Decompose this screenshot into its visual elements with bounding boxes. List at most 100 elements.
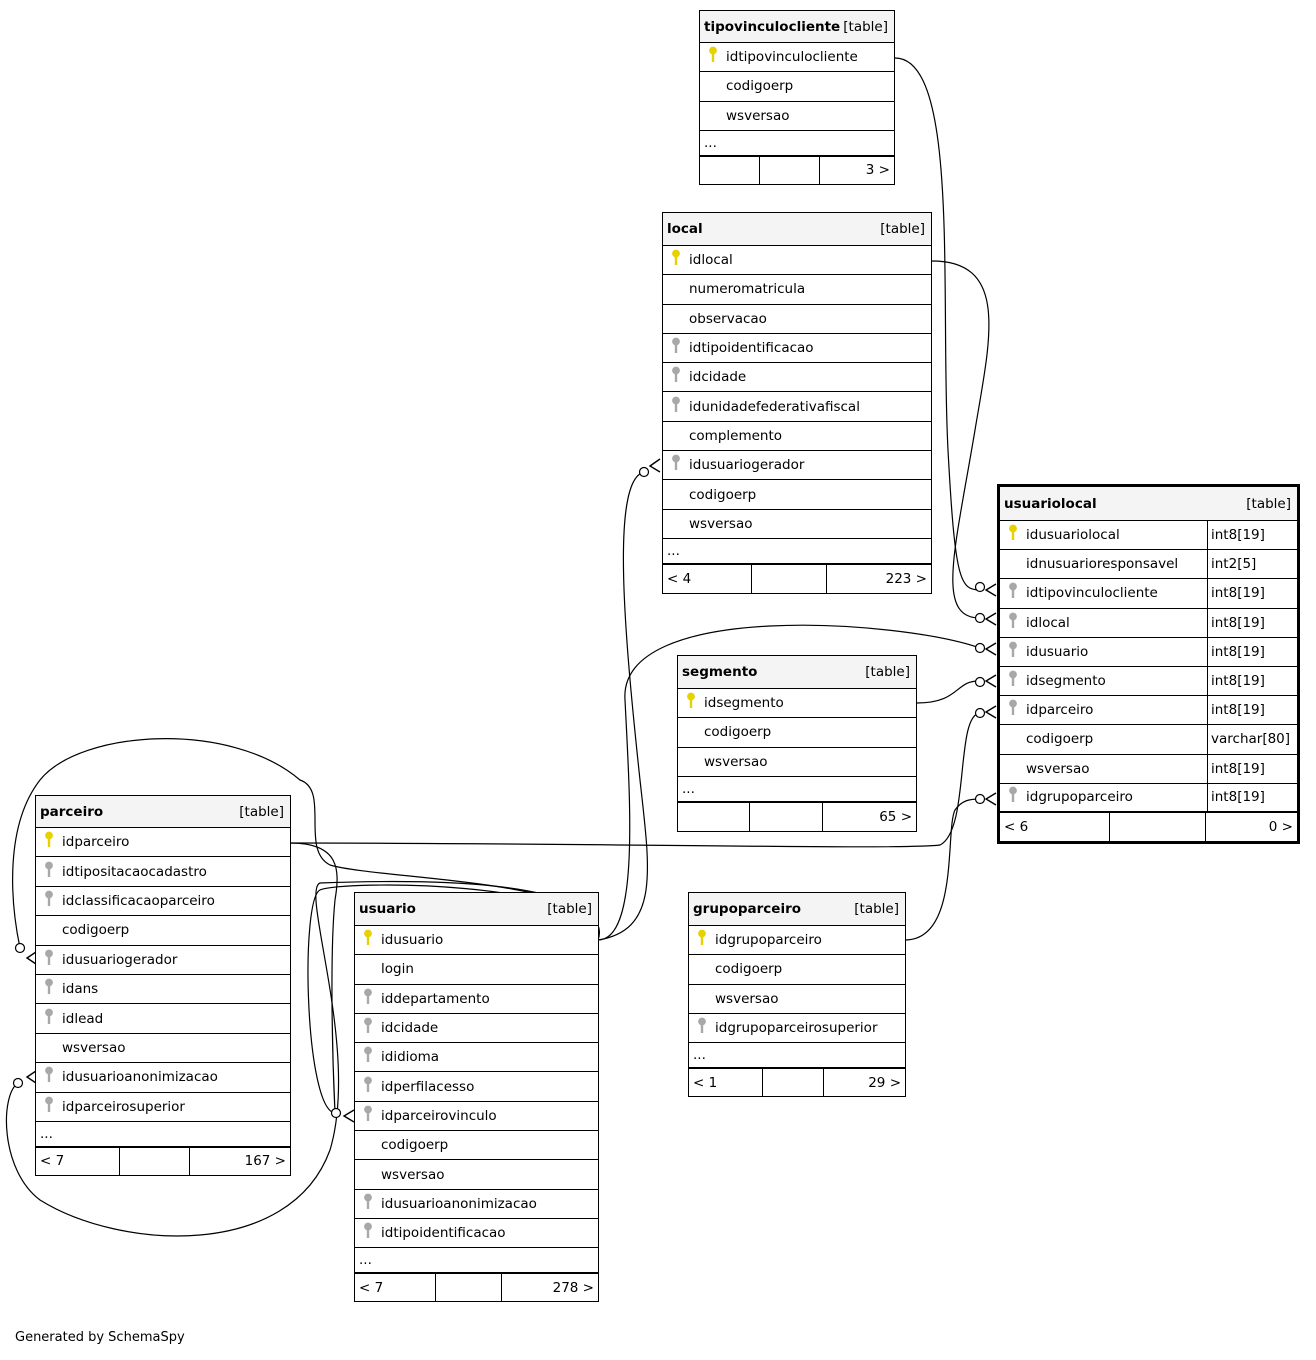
table-footer: < 4 223 > — [663, 564, 931, 593]
column-row[interactable]: idcidade — [663, 363, 931, 393]
primary-key-icon — [706, 46, 726, 68]
table-kind: [table] — [854, 901, 899, 917]
children-count[interactable]: 278 > — [552, 1279, 594, 1296]
column-name: wsversao — [689, 515, 753, 532]
table-tipovinculocliente[interactable]: tipovinculocliente[table]idtipovinculocl… — [699, 10, 895, 185]
table-header: usuariolocal[table] — [1000, 487, 1297, 521]
column-row[interactable]: idusuarioanonimizacao — [36, 1063, 290, 1093]
column-type: int8[19] — [1207, 783, 1297, 811]
column-row[interactable]: iddepartamento — [355, 985, 598, 1014]
column-row[interactable]: codigoerp — [678, 718, 916, 748]
children-count[interactable]: 29 > — [868, 1074, 901, 1091]
column-row[interactable]: codigoerp — [663, 480, 931, 510]
column-row[interactable]: wsversao — [700, 102, 894, 131]
column-row[interactable]: idusuarioanonimizacao — [355, 1190, 598, 1219]
column-row[interactable]: idcidade — [355, 1014, 598, 1044]
more-columns: ... — [700, 131, 894, 157]
column-row[interactable]: idparceirosuperior — [36, 1093, 290, 1122]
children-count[interactable]: 167 > — [244, 1153, 286, 1170]
foreign-key-icon — [669, 454, 689, 476]
column-count — [120, 1147, 190, 1175]
column-name: numeromatricula — [689, 281, 806, 298]
column-row[interactable]: idusuariogerador — [663, 451, 931, 481]
column-row[interactable]: idperfilacesso — [355, 1072, 598, 1102]
column-row[interactable]: idgrupoparceirosuperior — [689, 1014, 905, 1044]
children-count[interactable]: 3 > — [865, 162, 890, 179]
column-row[interactable]: idusuariogerador — [36, 946, 290, 975]
column-row[interactable]: idtipoidentificacao — [663, 334, 931, 364]
column-row[interactable]: numeromatricula — [663, 275, 931, 305]
column-row[interactable]: idgrupoparceiro — [689, 926, 905, 956]
column-row[interactable]: wsversao — [689, 985, 905, 1014]
column-row[interactable]: wsversao — [663, 510, 931, 539]
column-row[interactable]: wsversao — [36, 1034, 290, 1064]
column-row[interactable]: complemento — [663, 422, 931, 452]
column-row[interactable]: idparceiro — [36, 828, 290, 858]
primary-key-icon — [361, 929, 381, 951]
column-row[interactable]: idunidadefederativafiscal — [663, 392, 931, 422]
column-name: idans — [62, 981, 99, 998]
column-row[interactable]: idlead — [36, 1004, 290, 1034]
children-count[interactable]: 0 > — [1268, 818, 1293, 835]
column-name: codigoerp — [704, 724, 772, 741]
column-row[interactable]: idsegmento — [678, 689, 916, 719]
foreign-key-icon — [361, 988, 381, 1010]
column-count — [436, 1274, 502, 1302]
column-row[interactable]: idparceirovinculo — [355, 1102, 598, 1132]
foreign-key-icon — [669, 337, 689, 359]
parents-count[interactable]: < 7 — [36, 1147, 120, 1175]
foreign-key-icon — [42, 1066, 62, 1088]
column-row[interactable]: ididioma — [355, 1043, 598, 1073]
children-count[interactable]: 65 > — [879, 808, 912, 825]
column-row[interactable]: codigoerp — [700, 72, 894, 102]
column-name: wsversao — [715, 990, 779, 1007]
no-key-spacer — [361, 1166, 375, 1184]
column-type: int8[19] — [1207, 637, 1297, 666]
edge-usuario-parceiro-gerador — [12, 738, 600, 949]
children-count[interactable]: 223 > — [885, 570, 927, 587]
parents-count[interactable]: < 1 — [689, 1069, 763, 1097]
column-row[interactable]: observacao — [663, 305, 931, 334]
column-row[interactable]: login — [355, 955, 598, 985]
foreign-key-icon — [42, 978, 62, 1000]
column-row[interactable]: codigoerp — [689, 955, 905, 985]
column-row[interactable]: idusuario — [355, 926, 598, 956]
table-kind: [table] — [547, 901, 592, 917]
parents-count[interactable]: < 4 — [663, 564, 752, 593]
column-row[interactable]: wsversao — [678, 748, 916, 777]
table-header: grupoparceiro[table] — [689, 893, 905, 926]
column-row[interactable]: idtipositacaocadastro — [36, 857, 290, 887]
column-name: idunidadefederativafiscal — [689, 398, 860, 415]
column-row[interactable]: idtipovinculocliente — [700, 43, 894, 73]
column-row[interactable]: wsversao — [355, 1160, 598, 1190]
column-row[interactable]: idlocal — [663, 246, 931, 276]
parents-count[interactable]: < 7 — [355, 1274, 436, 1302]
no-key-spacer — [695, 990, 709, 1008]
column-row[interactable]: codigoerp — [355, 1131, 598, 1161]
column-name: idtipovinculocliente — [1026, 585, 1158, 602]
parents-count[interactable] — [700, 156, 760, 184]
parents-count[interactable]: < 6 — [1000, 812, 1110, 841]
column-name: observacao — [689, 310, 767, 327]
parents-count[interactable] — [678, 802, 750, 831]
column-row[interactable]: idans — [36, 975, 290, 1005]
column-row[interactable]: idtipoidentificacao — [355, 1219, 598, 1249]
column-row[interactable]: codigoerp — [36, 916, 290, 946]
column-row[interactable]: idclassificacaoparceiro — [36, 887, 290, 917]
